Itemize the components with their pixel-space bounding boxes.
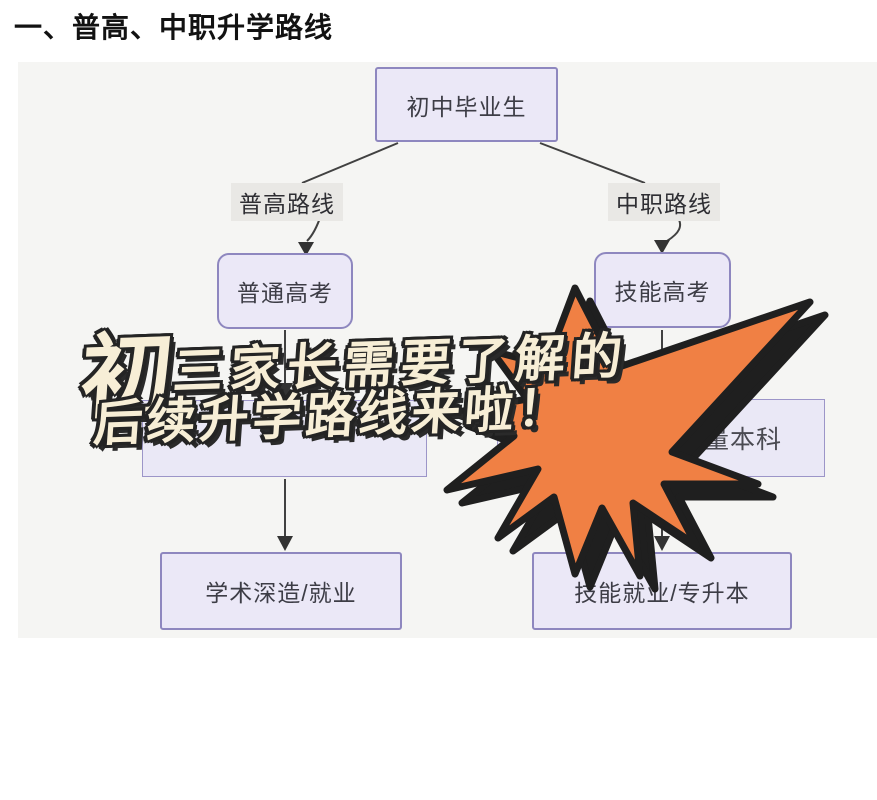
node-left-exam-label: 普通高考 — [237, 280, 333, 306]
node-left-outcome: 学术深造/就业 — [160, 552, 402, 630]
page-title: 一、普高、中职升学路线 — [14, 12, 334, 43]
node-mid-left — [142, 400, 427, 477]
node-left-outcome-label: 学术深造/就业 — [205, 580, 357, 606]
node-root: 初中毕业生 — [375, 67, 558, 142]
branch-label-left: 普高路线 — [231, 183, 343, 221]
node-root-label: 初中毕业生 — [406, 93, 527, 120]
node-mid-right: 量本科 — [497, 399, 825, 477]
node-right-exam-label: 技能高考 — [614, 279, 711, 305]
node-right-outcome-label: 技能就业/专升本 — [574, 580, 750, 606]
node-left-exam: 普通高考 — [217, 253, 353, 329]
node-mid-right-visible-text: 量本科 — [704, 426, 783, 454]
node-right-outcome: 技能就业/专升本 — [532, 552, 792, 630]
node-right-exam: 技能高考 — [594, 252, 731, 328]
branch-label-right: 中职路线 — [608, 183, 720, 221]
